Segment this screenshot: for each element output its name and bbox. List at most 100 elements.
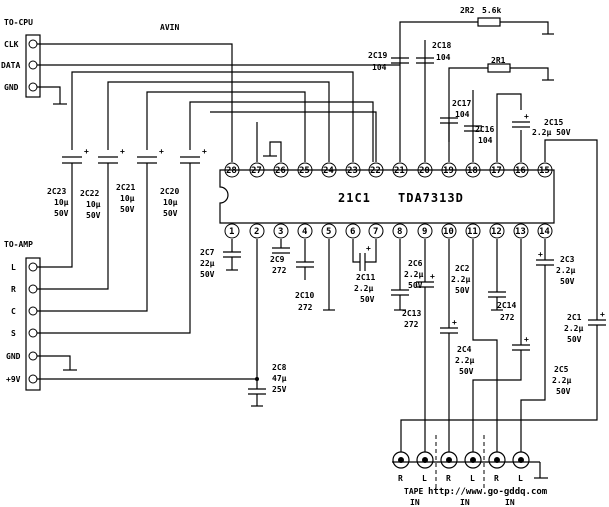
- cap-2c15-label: 2C15 2.2μ 50V: [532, 118, 571, 137]
- svg-text:5: 5: [326, 227, 331, 237]
- svg-text:27: 27: [251, 166, 262, 176]
- avin-coupling-caps: ++ ++: [62, 147, 207, 164]
- cap-2c23-label: 2C23 10μ 50V: [47, 187, 69, 218]
- cpu-pin-data: DATA: [1, 61, 20, 70]
- svg-text:+: +: [430, 272, 435, 281]
- svg-text:2: 2: [254, 227, 259, 237]
- cap-2c1-label: 2C1 2.2μ 50V: [564, 313, 583, 344]
- svg-text:2C20: 2C20: [160, 187, 179, 196]
- svg-text:2.2μ: 2.2μ: [564, 324, 583, 333]
- svg-text:50V: 50V: [163, 209, 178, 218]
- amp-pin-9v: +9V: [6, 375, 21, 384]
- svg-text:3: 3: [278, 227, 283, 237]
- svg-text:IN: IN: [410, 498, 420, 507]
- svg-text:18: 18: [467, 166, 478, 176]
- svg-text:1: 1: [229, 227, 234, 237]
- svg-text:2C7: 2C7: [200, 248, 215, 257]
- amp-pin-gnd: GND: [6, 352, 21, 361]
- svg-text:L: L: [470, 474, 475, 483]
- cap-2c3-label: 2C3 2.2μ 50V: [556, 255, 575, 286]
- cap-2c22-label: 2C22 10μ 50V: [80, 189, 101, 220]
- svg-text:2.2μ: 2.2μ: [451, 275, 470, 284]
- svg-text:23: 23: [347, 166, 358, 176]
- cap-2c19-label: 2C19 104: [368, 51, 387, 72]
- svg-text:2C19: 2C19: [368, 51, 387, 60]
- svg-text:2C8: 2C8: [272, 363, 287, 372]
- svg-text:2C21: 2C21: [116, 183, 135, 192]
- svg-text:2C2: 2C2: [455, 264, 470, 273]
- svg-text:10μ: 10μ: [163, 198, 178, 207]
- cap-2c16-label: 2C16 104: [475, 125, 494, 145]
- svg-text:2C4: 2C4: [457, 345, 472, 354]
- svg-text:+: +: [600, 310, 605, 319]
- svg-text:+: +: [366, 244, 371, 253]
- svg-text:272: 272: [272, 266, 287, 275]
- cap-2c2-label: 2C2 2.2μ 50V: [451, 264, 470, 295]
- svg-text:7: 7: [373, 227, 378, 237]
- svg-text:+: +: [120, 147, 125, 156]
- svg-text:22: 22: [370, 166, 381, 176]
- svg-text:2C6: 2C6: [408, 259, 423, 268]
- svg-text:+: +: [538, 250, 543, 259]
- svg-text:2C16: 2C16: [475, 125, 494, 134]
- svg-text:50V: 50V: [560, 277, 575, 286]
- bottom-components: + + + + + +: [223, 139, 606, 452]
- svg-text:+: +: [159, 147, 164, 156]
- svg-text:13: 13: [515, 227, 526, 237]
- svg-text:26: 26: [275, 166, 286, 176]
- ic-bottom-pins: 1 2 3 4 5 6 7 8 9 10 11 12 13 14: [224, 223, 553, 239]
- svg-text:104: 104: [455, 110, 470, 119]
- svg-text:2.2μ: 2.2μ: [354, 284, 373, 293]
- svg-text:2C13: 2C13: [402, 309, 421, 318]
- svg-text:50V: 50V: [459, 367, 474, 376]
- cap-2c18-label: 2C18 104: [432, 41, 451, 62]
- svg-text:9: 9: [422, 227, 427, 237]
- svg-text:17: 17: [491, 166, 502, 176]
- svg-text:15: 15: [539, 166, 550, 176]
- svg-text:19: 19: [443, 166, 454, 176]
- cap-2c5-label: 2C5 2.2μ 50V: [552, 365, 571, 396]
- cap-2c6-label: 2C6 2.2μ 50V: [404, 259, 423, 290]
- svg-text:11: 11: [467, 227, 478, 237]
- svg-text:50V: 50V: [567, 335, 582, 344]
- cap-2c13-label: 2C13 272: [402, 309, 421, 329]
- to-amp-title: TO-AMP: [4, 240, 33, 249]
- svg-text:12: 12: [491, 227, 502, 237]
- amp-wires: [37, 163, 259, 381]
- svg-text:50V: 50V: [360, 295, 375, 304]
- ic-tda7313d: 21C1 TDA7313D: [219, 169, 555, 224]
- svg-text:50V: 50V: [408, 281, 423, 290]
- svg-text:50V: 50V: [556, 387, 571, 396]
- svg-text:IN: IN: [505, 498, 515, 507]
- svg-text:22μ: 22μ: [200, 259, 215, 268]
- svg-text:+: +: [452, 318, 457, 327]
- svg-text:24: 24: [323, 166, 334, 176]
- svg-text:2.2μ: 2.2μ: [552, 376, 571, 385]
- avin-label: AVIN: [160, 23, 179, 32]
- top-right-network: + 2R1: [391, 17, 560, 162]
- cap-2c14-label: 2C14 272: [497, 301, 516, 322]
- svg-text:50V: 50V: [455, 286, 470, 295]
- svg-text:2C23: 2C23: [47, 187, 66, 196]
- svg-text:25: 25: [299, 166, 310, 176]
- svg-text:2C15: 2C15: [544, 118, 563, 127]
- svg-text:2.2μ: 2.2μ: [556, 266, 575, 275]
- cap-2c8: 2C8 47μ 25V: [248, 363, 287, 407]
- res-2r2-label: 2R2: [460, 6, 475, 15]
- cap-2c10-label: 2C10 272: [295, 291, 314, 312]
- cap-2c7-label: 2C7 22μ 50V: [200, 248, 215, 279]
- cpu-pin-clk: CLK: [4, 40, 19, 49]
- svg-text:+: +: [202, 147, 207, 156]
- svg-text:10μ: 10μ: [86, 200, 101, 209]
- svg-text:IN: IN: [460, 498, 470, 507]
- svg-text:2C22: 2C22: [80, 189, 99, 198]
- svg-text:2.2μ: 2.2μ: [455, 356, 474, 365]
- to-cpu-connector: TO-CPU CLK DATA GND: [1, 18, 41, 98]
- svg-text:2.2μ: 2.2μ: [404, 270, 423, 279]
- svg-text:2C18: 2C18: [432, 41, 451, 50]
- input-jacks: R L R L R L TAPE IN IN IN: [392, 435, 548, 507]
- svg-text:50V: 50V: [200, 270, 215, 279]
- svg-text:2C1: 2C1: [567, 313, 582, 322]
- amp-pin-l: L: [11, 263, 16, 272]
